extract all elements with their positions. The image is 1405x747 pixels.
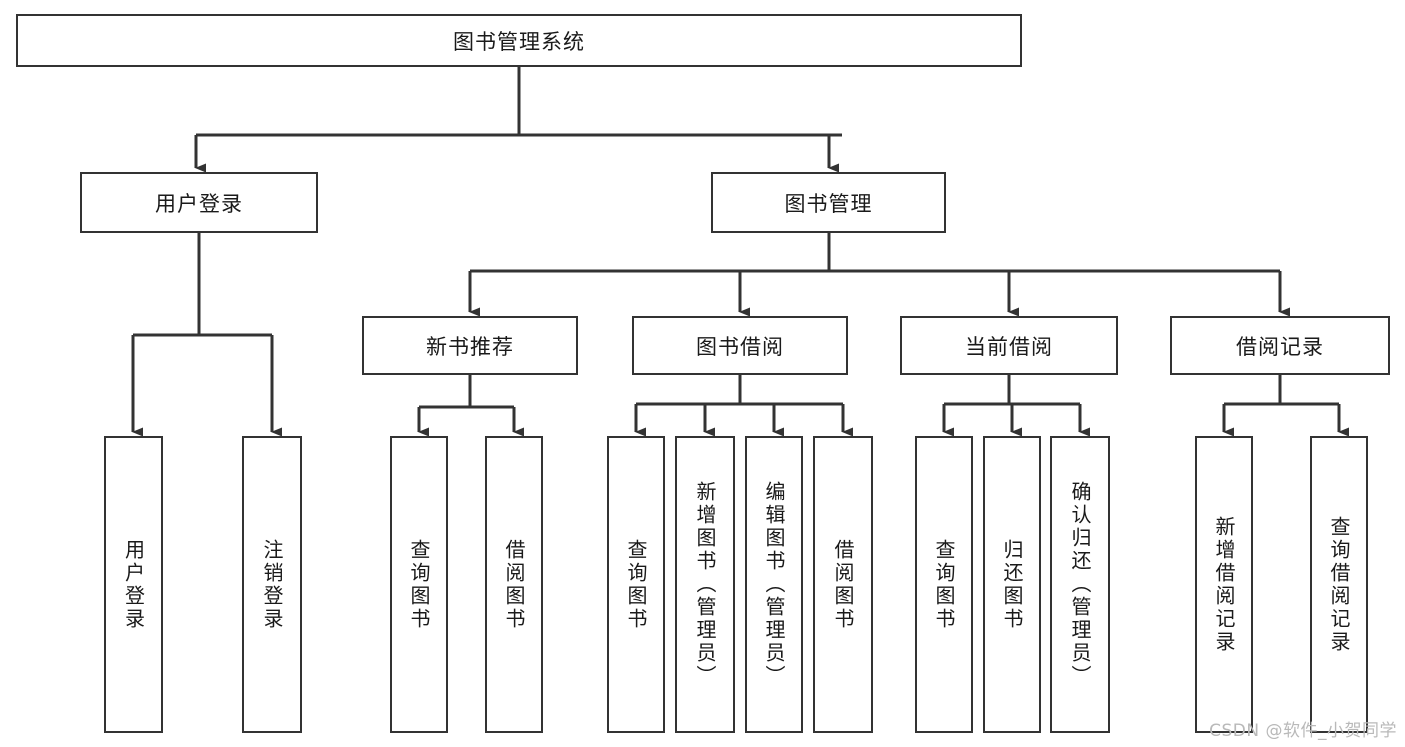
node-book-borrow[interactable]: 图书借阅 xyxy=(632,316,848,375)
node-current-borrow[interactable]: 当前借阅 xyxy=(900,316,1118,375)
node-label: 注销登录 xyxy=(260,538,284,631)
node-label: 查询图书 xyxy=(932,538,956,631)
leaf-query-book-rec[interactable]: 查询图书 xyxy=(390,436,448,733)
node-book-manage[interactable]: 图书管理 xyxy=(711,172,946,233)
node-label: 新增借阅记录 xyxy=(1212,515,1236,654)
node-label: 图书管理系统 xyxy=(453,29,585,54)
leaf-add-borrow-record[interactable]: 新增借阅记录 xyxy=(1195,436,1253,733)
leaf-logout[interactable]: 注销登录 xyxy=(242,436,302,733)
node-label: 新增图书（管理员） xyxy=(693,481,717,688)
node-label: 借阅记录 xyxy=(1236,334,1324,359)
leaf-borrow-book-rec[interactable]: 借阅图书 xyxy=(485,436,543,733)
node-label: 查询图书 xyxy=(407,538,431,631)
node-label: 图书管理 xyxy=(784,191,873,216)
node-borrow-record[interactable]: 借阅记录 xyxy=(1170,316,1390,375)
node-label: 用户登录 xyxy=(121,538,146,631)
node-label: 借阅图书 xyxy=(831,538,855,631)
leaf-query-book-borrow[interactable]: 查询图书 xyxy=(607,436,665,733)
node-label: 查询图书 xyxy=(624,538,648,631)
node-label: 借阅图书 xyxy=(502,538,526,631)
node-label: 归还图书 xyxy=(1000,538,1024,631)
leaf-confirm-return-admin[interactable]: 确认归还（管理员） xyxy=(1050,436,1110,733)
leaf-borrow-book[interactable]: 借阅图书 xyxy=(813,436,873,733)
leaf-query-book-cur[interactable]: 查询图书 xyxy=(915,436,973,733)
node-root[interactable]: 图书管理系统 xyxy=(16,14,1022,67)
leaf-user-login[interactable]: 用户登录 xyxy=(104,436,163,733)
node-label: 图书借阅 xyxy=(696,334,784,359)
leaf-add-book-admin[interactable]: 新增图书（管理员） xyxy=(675,436,735,733)
node-label: 用户登录 xyxy=(155,191,243,216)
leaf-query-borrow-record[interactable]: 查询借阅记录 xyxy=(1310,436,1368,733)
leaf-return-book[interactable]: 归还图书 xyxy=(983,436,1041,733)
node-user-login[interactable]: 用户登录 xyxy=(80,172,318,233)
node-label: 编辑图书（管理员） xyxy=(762,481,786,688)
leaf-edit-book-admin[interactable]: 编辑图书（管理员） xyxy=(745,436,803,733)
node-label: 当前借阅 xyxy=(965,334,1053,359)
node-label: 查询借阅记录 xyxy=(1327,515,1351,654)
node-label: 确认归还（管理员） xyxy=(1068,481,1092,688)
node-new-book-recommend[interactable]: 新书推荐 xyxy=(362,316,578,375)
node-label: 新书推荐 xyxy=(426,334,514,359)
csdn-watermark: CSDN @软件_小贺同学 xyxy=(1209,721,1397,741)
